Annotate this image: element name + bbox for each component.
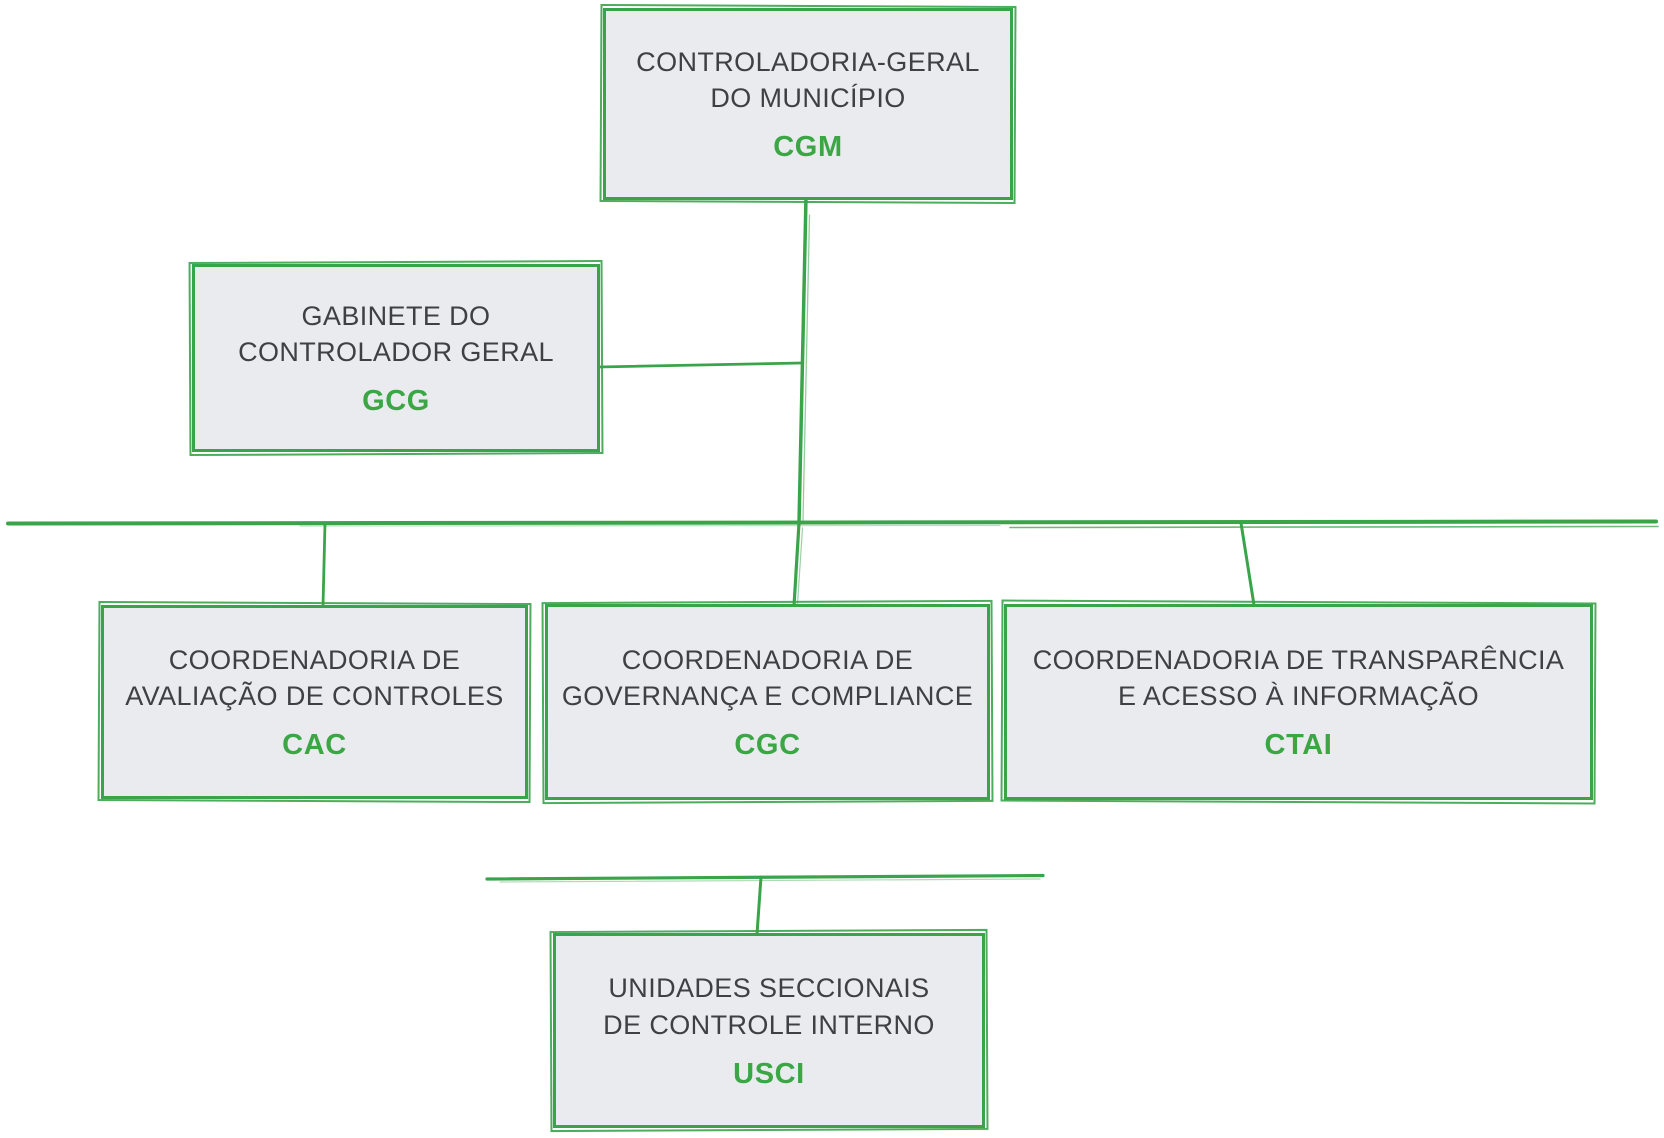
connector-cac-drop — [321, 521, 327, 608]
org-node-ctai-title-line1: COORDENADORIA DE TRANSPARÊNCIA — [1032, 644, 1565, 675]
org-node-cac-title: COORDENADORIA DE AVALIAÇÃO DE CONTROLES — [119, 642, 509, 715]
org-node-gcg-acronym: GCG — [362, 385, 430, 418]
org-node-ctai-acronym: CTAI — [1264, 729, 1333, 762]
org-node-gcg-title-line1: GABINETE DO — [301, 300, 491, 331]
connector-main-bus-echo-mid — [299, 524, 1001, 527]
org-node-cgm-title-line2: DO MUNICÍPIO — [710, 83, 906, 113]
org-node-ctai: COORDENADORIA DE TRANSPARÊNCIA E ACESSO … — [1004, 604, 1593, 800]
org-node-cgc-title-line2: GOVERNANÇA E COMPLIANCE — [561, 681, 974, 711]
org-node-cgm-title: CONTROLADORIA-GERAL DO MUNICÍPIO — [630, 44, 986, 117]
org-node-cac-acronym: CAC — [282, 729, 347, 762]
org-node-ctai-title: COORDENADORIA DE TRANSPARÊNCIA E ACESSO … — [1027, 642, 1571, 715]
org-node-ctai-title-line2: E ACESSO À INFORMAÇÃO — [1118, 681, 1479, 711]
org-node-gcg: GABINETE DO CONTROLADOR GERAL GCG — [192, 264, 600, 452]
org-node-cgc-title-line1: COORDENADORIA DE — [621, 644, 914, 675]
connector-ctai-drop — [1239, 521, 1256, 607]
org-node-cgm: CONTROLADORIA-GERAL DO MUNICÍPIO CGM — [603, 8, 1013, 200]
org-node-usci-title-line2: DE CONTROLE INTERNO — [603, 1009, 935, 1040]
org-node-cgm-acronym: CGM — [773, 131, 843, 164]
org-node-usci-title-line1: UNIDADES SECCIONAIS — [608, 973, 930, 1004]
org-node-cgc-acronym: CGC — [734, 729, 801, 762]
org-node-cac-title-line2: AVALIAÇÃO DE CONTROLES — [125, 681, 504, 711]
org-node-cgc-title: COORDENADORIA DE GOVERNANÇA E COMPLIANCE — [556, 642, 979, 715]
org-node-gcg-title: GABINETE DO CONTROLADOR GERAL — [232, 298, 560, 371]
org-node-cac: COORDENADORIA DE AVALIAÇÃO DE CONTROLES … — [101, 605, 528, 799]
connector-usci-bus — [485, 873, 1045, 881]
org-node-cgm-title-line1: CONTROLADORIA-GERAL — [636, 46, 980, 77]
connector-cgm-trunk — [797, 195, 808, 526]
connector-cgc-drop — [792, 521, 801, 608]
org-node-usci-acronym: USCI — [733, 1057, 805, 1090]
connector-usci-bus-echo — [499, 878, 1041, 883]
connector-usci-drop — [755, 875, 763, 936]
org-node-gcg-title-line2: CONTROLADOR GERAL — [238, 337, 554, 367]
connector-main-bus — [6, 519, 1658, 526]
org-node-cgc: COORDENADORIA DE GOVERNANÇA E COMPLIANCE… — [545, 604, 990, 800]
connector-cgm-trunk-echo — [802, 214, 811, 521]
org-node-cac-title-line1: COORDENADORIA DE — [168, 644, 461, 675]
connector-cgc-drop-echo — [796, 527, 804, 605]
org-node-usci: UNIDADES SECCIONAIS DE CONTROLE INTERNO … — [553, 933, 985, 1128]
connector-main-bus-echo-right — [1009, 525, 1659, 529]
org-node-usci-title: UNIDADES SECCIONAIS DE CONTROLE INTERNO — [597, 970, 941, 1043]
connector-gcg-branch — [596, 361, 804, 369]
